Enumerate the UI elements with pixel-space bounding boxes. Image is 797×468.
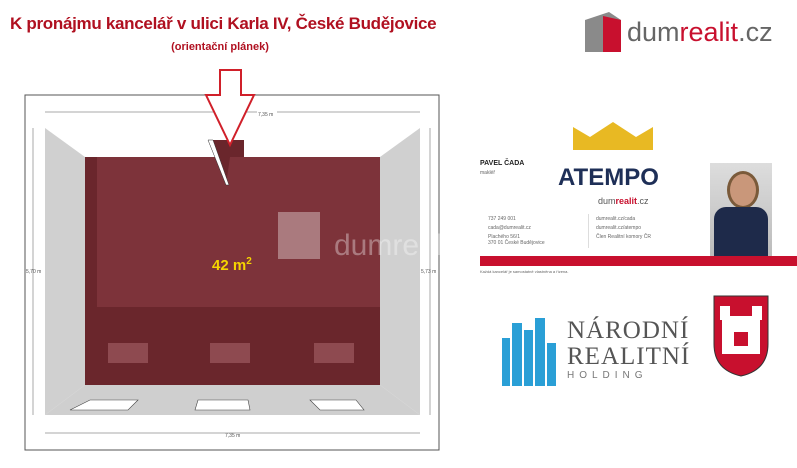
- card-footer: Každá kancelář je samostatně vlastněna a…: [480, 269, 569, 274]
- membership: Člen Realitní komory ČR: [596, 234, 652, 240]
- right-wall: [380, 128, 420, 415]
- dumrealit-house-icon: [585, 12, 621, 52]
- crown-icon: [573, 122, 653, 150]
- address-line1: Plachého 56/1: [488, 234, 520, 240]
- phone: 737 249 001: [488, 216, 516, 222]
- dumrealit-logo: dumrealit.cz: [585, 12, 773, 52]
- page-subtitle: (orientační plánek): [171, 41, 269, 53]
- dim-left: 5,70 m: [26, 269, 41, 275]
- area-label: 42 m2: [212, 256, 252, 274]
- address-line2: 370 01 České Budějovice: [488, 240, 545, 246]
- web-link-1[interactable]: dumrealit.cz/cada: [596, 216, 636, 222]
- nrh-buildings-icon: [502, 318, 556, 386]
- dim-bottom: 7,35 m: [225, 433, 240, 439]
- watermark-text: dumrealit: [334, 229, 450, 262]
- atempo-brand: ATEMPO: [558, 164, 659, 191]
- atempo-sub: dumrealit.cz: [598, 196, 649, 206]
- watermark-logo-icon: [278, 212, 320, 259]
- email[interactable]: cada@dumrealit.cz: [488, 225, 531, 231]
- nrh-subtitle: HOLDING: [567, 370, 648, 381]
- web-link-2[interactable]: dumrealit.cz/atempo: [596, 225, 642, 231]
- agent-business-card: PAVEL ČADA makléř ATEMPO dumrealit.cz 73…: [478, 122, 797, 276]
- agent-name: PAVEL ČADA: [480, 160, 525, 167]
- dim-right: 5,73 m: [421, 269, 436, 275]
- coat-of-arms-icon: [713, 295, 769, 377]
- left-wall: [45, 128, 85, 415]
- agent-role: makléř: [480, 170, 496, 176]
- card-accent-bar: [480, 256, 797, 266]
- page-title: K pronájmu kancelář v ulici Karla IV, Če…: [10, 14, 437, 33]
- agent-photo: [710, 163, 772, 257]
- floor-plan: dumrealit 42 m2 7,35 m 5,70 m 5,73 m 7,3…: [24, 69, 450, 451]
- dim-top: 7,35 m: [258, 112, 273, 118]
- entrance-arrow-icon: [204, 69, 256, 148]
